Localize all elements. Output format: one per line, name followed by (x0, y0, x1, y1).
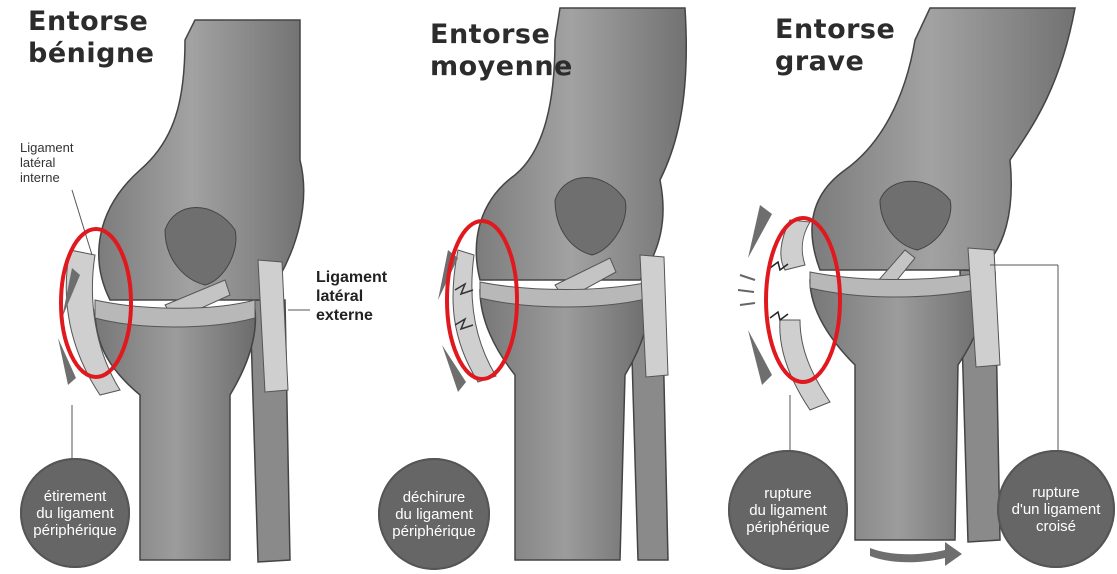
bubble-line: croisé (1012, 518, 1101, 535)
bubble-line: du ligament (33, 505, 116, 522)
label-line: Ligament (20, 140, 73, 155)
title-benign-line1: Entorse (28, 6, 154, 38)
tibia-bone (480, 290, 650, 560)
title-benign: Entorse bénigne (28, 6, 154, 70)
bubble-etirement: étirement du ligament périphérique (20, 458, 130, 568)
title-moderate-line2: moyenne (430, 51, 573, 83)
title-moderate: Entorse moyenne (430, 19, 573, 83)
bubble-line: rupture (1012, 484, 1101, 501)
bubble-line: périphérique (33, 522, 116, 539)
bubble-line: déchirure (392, 489, 475, 506)
bubble-line: du ligament (746, 502, 829, 519)
bubble-line: du ligament (392, 506, 475, 523)
rupture-arrow-up-icon (748, 205, 772, 258)
twist-arrow-icon (870, 542, 962, 566)
label-line: latéral (316, 287, 387, 306)
bubble-rupture-peripherique: rupture du ligament périphérique (728, 450, 848, 570)
title-moderate-line1: Entorse (430, 19, 573, 51)
label-ligament-lateral-interne: Ligament latéral interne (20, 140, 73, 185)
label-line: interne (20, 170, 73, 185)
bubble-line: étirement (33, 488, 116, 505)
title-severe-line2: grave (775, 46, 895, 78)
bubble-line: périphérique (746, 519, 829, 536)
bubble-rupture-croise: rupture d'un ligament croisé (997, 450, 1115, 568)
bubble-dechirure: déchirure du ligament périphérique (378, 458, 490, 570)
label-line: externe (316, 306, 387, 325)
title-severe-line1: Entorse (775, 14, 895, 46)
burst-lines-icon (738, 275, 755, 305)
label-line: Ligament (316, 268, 387, 287)
label-ligament-lateral-externe: Ligament latéral externe (316, 268, 387, 325)
bubble-line: périphérique (392, 523, 475, 540)
label-line: latéral (20, 155, 73, 170)
bubble-line: d'un ligament (1012, 501, 1101, 518)
medial-ligament-ruptured-bottom (780, 320, 830, 410)
bubble-line: rupture (746, 485, 829, 502)
title-benign-line2: bénigne (28, 38, 154, 70)
title-severe: Entorse grave (775, 14, 895, 78)
